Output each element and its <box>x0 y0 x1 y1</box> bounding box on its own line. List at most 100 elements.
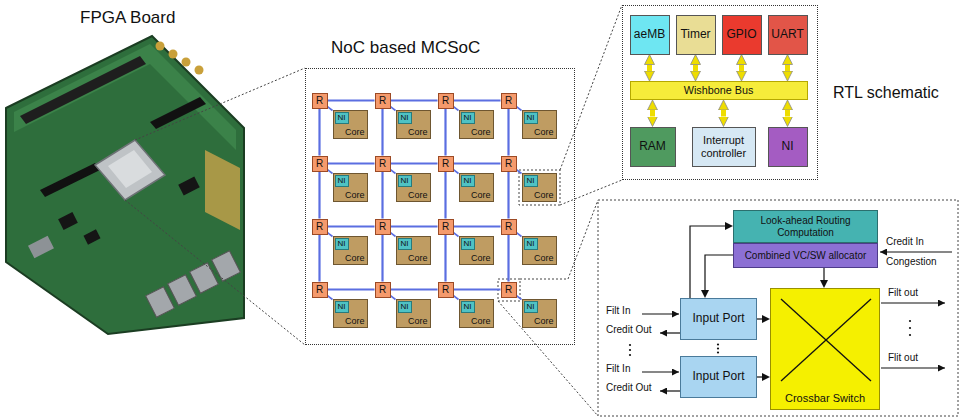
router-box: R <box>375 219 391 235</box>
illustration-part <box>519 170 560 205</box>
mesh-link <box>454 225 501 227</box>
core-box: CoreNI <box>333 299 368 328</box>
network-interface-box: NI <box>461 301 475 313</box>
illustration-part <box>642 313 679 314</box>
ni-label: NI <box>464 176 472 185</box>
ni-label: NI <box>338 176 346 185</box>
mesh-link <box>391 99 438 101</box>
router-label: R <box>316 95 323 107</box>
illustration-part <box>40 163 100 197</box>
ni-label: NI <box>401 113 409 122</box>
network-interface-box: NI <box>524 175 538 187</box>
network-interface-box: NI <box>461 238 475 250</box>
mesh-link <box>444 109 446 156</box>
router-box: R <box>438 156 454 172</box>
router-label: R <box>379 284 386 296</box>
illustration-part <box>14 44 236 150</box>
network-interface-box: NI <box>524 238 538 250</box>
signal-label: Credit Out <box>606 324 652 336</box>
illustration-part <box>629 349 631 351</box>
bus-arrow <box>785 110 790 117</box>
core-label: Core <box>471 127 491 137</box>
illustration-part <box>909 334 911 336</box>
mesh-link <box>391 288 438 290</box>
router-label: R <box>505 221 512 233</box>
illustration-part <box>178 177 199 196</box>
illustration-part <box>520 200 598 279</box>
mesh-link <box>381 109 383 156</box>
block-label: aeMB <box>634 28 665 42</box>
mesh-link <box>444 172 446 219</box>
allocator-box: Combined VC/SW allocator <box>733 243 878 268</box>
signal-label: Credit In <box>886 236 924 248</box>
core-label: Core <box>534 127 554 137</box>
signal-label: Filt In <box>606 305 630 317</box>
signal-arrow <box>757 318 762 319</box>
ni-label: NI <box>464 113 472 122</box>
router-box: R <box>312 156 328 172</box>
core-label: Core <box>345 253 365 263</box>
interrupt-controller-box: Interrupt controller <box>692 127 756 167</box>
mesh-link <box>391 162 438 164</box>
router-box: R <box>501 282 517 298</box>
router-label: R <box>505 284 512 296</box>
block-label: GPIO <box>726 28 756 42</box>
illustration-part <box>108 150 152 188</box>
router-box: R <box>375 282 391 298</box>
region-heading: RTL schematic <box>833 84 939 102</box>
ni-label: NI <box>464 239 472 248</box>
illustration-part <box>6 36 244 334</box>
core-box: CoreNI <box>396 173 431 202</box>
illustration-part <box>169 50 178 59</box>
illustration-part <box>95 140 165 200</box>
router-label: R <box>505 95 512 107</box>
network-interface-box: NI <box>335 301 349 313</box>
bus-arrow <box>650 110 655 117</box>
illustration-part <box>881 302 945 303</box>
illustration-part <box>717 347 719 349</box>
illustration-part <box>195 66 204 75</box>
network-interface-box: NI <box>398 112 412 124</box>
mesh-link <box>454 162 501 164</box>
illustration-part <box>182 58 191 67</box>
core-box: CoreNI <box>459 299 494 328</box>
illustration-part <box>660 390 680 391</box>
processor-box: aeMB <box>630 15 670 55</box>
network-interface-box: NI <box>461 112 475 124</box>
router-label: R <box>316 284 323 296</box>
core-box: CoreNI <box>333 236 368 265</box>
network-interface-box: NI <box>524 112 538 124</box>
ni-label: NI <box>401 176 409 185</box>
illustration-part <box>28 236 54 258</box>
illustration-part <box>717 351 719 353</box>
block-label: RAM <box>639 140 666 154</box>
router-label: R <box>379 221 386 233</box>
timer-box: Timer <box>676 15 716 55</box>
router-box: R <box>501 219 517 235</box>
block-label: UART <box>771 28 803 42</box>
illustration-part <box>498 279 520 301</box>
core-box: CoreNI <box>396 299 431 328</box>
mesh-link <box>444 235 446 282</box>
network-interface-box: NI <box>398 175 412 187</box>
noc-region-box: NoC based MCSoCRCoreNIRCoreNIRCoreNIRCor… <box>305 68 575 345</box>
bus-arrow <box>693 65 698 72</box>
router-label: R <box>316 221 323 233</box>
core-label: Core <box>471 190 491 200</box>
router-box: R <box>375 156 391 172</box>
illustration-part <box>168 275 197 305</box>
ni-label: NI <box>527 239 535 248</box>
router-label: R <box>316 158 323 170</box>
router-box: R <box>312 282 328 298</box>
mesh-link <box>454 99 501 101</box>
block-label: Crossbar Switch <box>771 392 879 405</box>
mesh-link <box>328 288 375 290</box>
fpga-board-photo <box>6 36 244 334</box>
core-label: Core <box>534 190 554 200</box>
ni-label: NI <box>464 302 472 311</box>
core-label: Core <box>408 127 428 137</box>
router-label: R <box>442 158 449 170</box>
crossbar-symbol <box>771 289 881 385</box>
core-box: CoreNI <box>522 236 557 265</box>
